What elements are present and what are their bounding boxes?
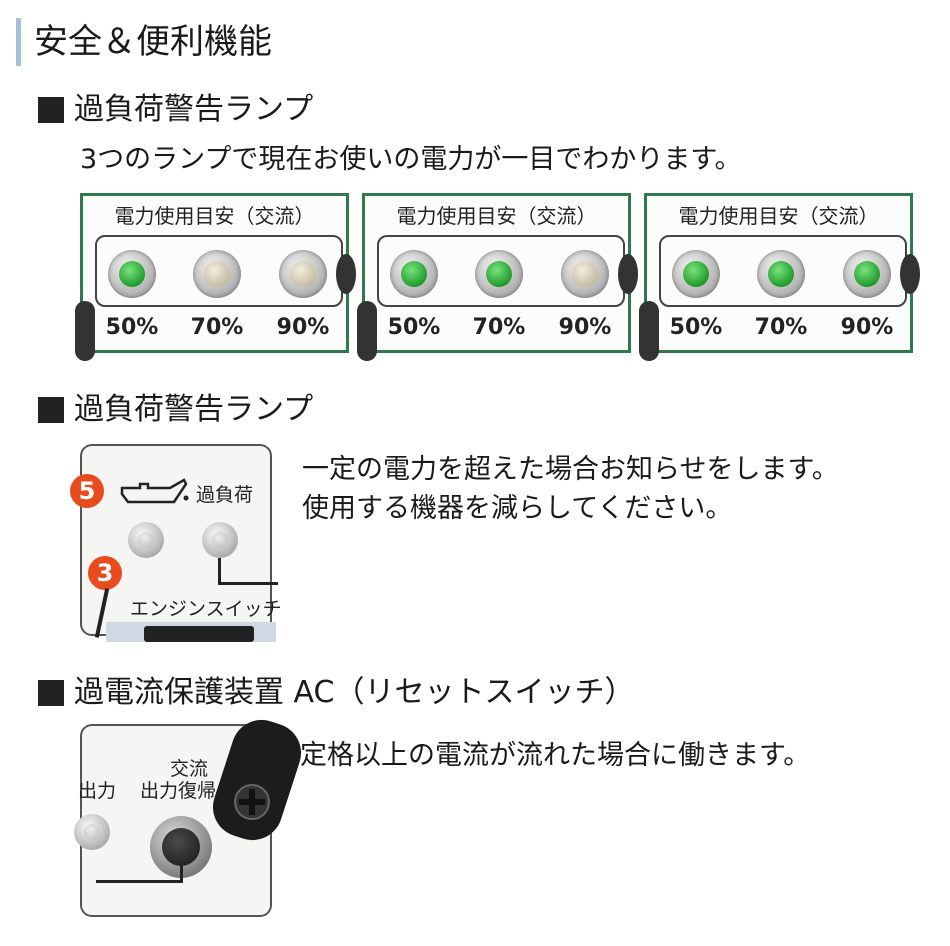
- section-description: 3つのランプで現在お使いの電力が一目でわかります。: [80, 144, 742, 175]
- page-title: 安全＆便利機能: [34, 22, 272, 62]
- panel-label: 電力使用目安（交流）: [396, 204, 597, 228]
- overload-lamp-icon: [202, 522, 238, 558]
- lamp-50-icon: [390, 250, 438, 298]
- oil-lamp-icon: [128, 522, 164, 558]
- pct-label: 90%: [276, 315, 330, 340]
- knob-icon: [336, 254, 356, 294]
- lamp-panel-1: 電力使用目安（交流） 50% 70% 90%: [75, 193, 356, 361]
- photo-switch-label: エンジンスイッチ: [130, 598, 282, 620]
- photo-output-label: 出力: [78, 780, 117, 802]
- lamp-70-icon: [757, 250, 805, 298]
- knob-icon: [900, 254, 920, 294]
- oil-can-icon: [120, 478, 189, 504]
- pct-label: 90%: [558, 315, 612, 340]
- photo-ac-label: 交流: [170, 758, 209, 780]
- lamp-50-icon: [672, 250, 720, 298]
- pct-label: 50%: [105, 315, 159, 340]
- screw-icon: [234, 784, 270, 820]
- section-title-overload-lamp: 過負荷警告ランプ: [38, 90, 313, 130]
- pct-label: 50%: [669, 315, 723, 340]
- dark-edge: [639, 301, 659, 361]
- lamp-90-icon: [843, 250, 891, 298]
- section3-description: 定格以上の電流が流れた場合に働きます。: [300, 740, 811, 771]
- section2-description-2: 使用する機器を減らしてください。: [302, 493, 733, 524]
- lamp-70-icon: [475, 250, 523, 298]
- lamp-panel-2: 電力使用目安（交流） 50% 70% 90%: [357, 193, 638, 361]
- connector-line: [96, 880, 182, 883]
- lamp-50-icon: [108, 250, 156, 298]
- photo-reset-label: 出力復帰: [140, 780, 217, 802]
- overload-lamp-photo: 5 過負荷 3 エンジンスイッチ: [70, 444, 282, 642]
- panel-label: 電力使用目安（交流）: [114, 204, 315, 228]
- square-bullet-icon: [38, 397, 64, 423]
- connector-line: [218, 558, 221, 584]
- pct-label: 70%: [472, 315, 526, 340]
- photo-lamp-label: 過負荷: [196, 484, 254, 506]
- output-lamp-icon: [74, 814, 110, 850]
- lamp-90-icon: [561, 250, 609, 298]
- connector-line: [180, 866, 183, 883]
- panel-label: 電力使用目安（交流）: [678, 204, 879, 228]
- section-title-text: 過電流保護装置 AC（リセットスイッチ）: [74, 675, 635, 710]
- badge-number: 3: [88, 556, 122, 590]
- section2-description-1: 一定の電力を超えた場合お知らせをします。: [302, 454, 839, 485]
- heading-accent-bar: [16, 18, 21, 66]
- knob-icon: [618, 254, 638, 294]
- reset-switch-photo: 出力 交流 出力復帰: [74, 712, 309, 917]
- connector-line: [218, 582, 278, 585]
- pct-label: 90%: [840, 315, 894, 340]
- badge-number: 5: [70, 474, 104, 508]
- dark-edge: [357, 301, 377, 361]
- pct-label: 70%: [190, 315, 244, 340]
- section-title-overload-lamp-2: 過負荷警告ランプ: [38, 390, 313, 430]
- housing-edge: [205, 712, 309, 848]
- section-title-overcurrent: 過電流保護装置 AC（リセットスイッチ）: [38, 673, 634, 713]
- lamp-90-icon: [279, 250, 327, 298]
- square-bullet-icon: [38, 680, 64, 706]
- engine-switch: [144, 626, 254, 642]
- pct-label: 70%: [754, 315, 808, 340]
- section-title-text: 過負荷警告ランプ: [74, 392, 314, 427]
- dark-edge: [75, 301, 95, 361]
- lamp-panel-3: 電力使用目安（交流） 50% 70% 90%: [639, 193, 920, 361]
- pct-label: 50%: [387, 315, 441, 340]
- lamp-70-icon: [193, 250, 241, 298]
- square-bullet-icon: [38, 97, 64, 123]
- section-title-text: 過負荷警告ランプ: [74, 92, 314, 127]
